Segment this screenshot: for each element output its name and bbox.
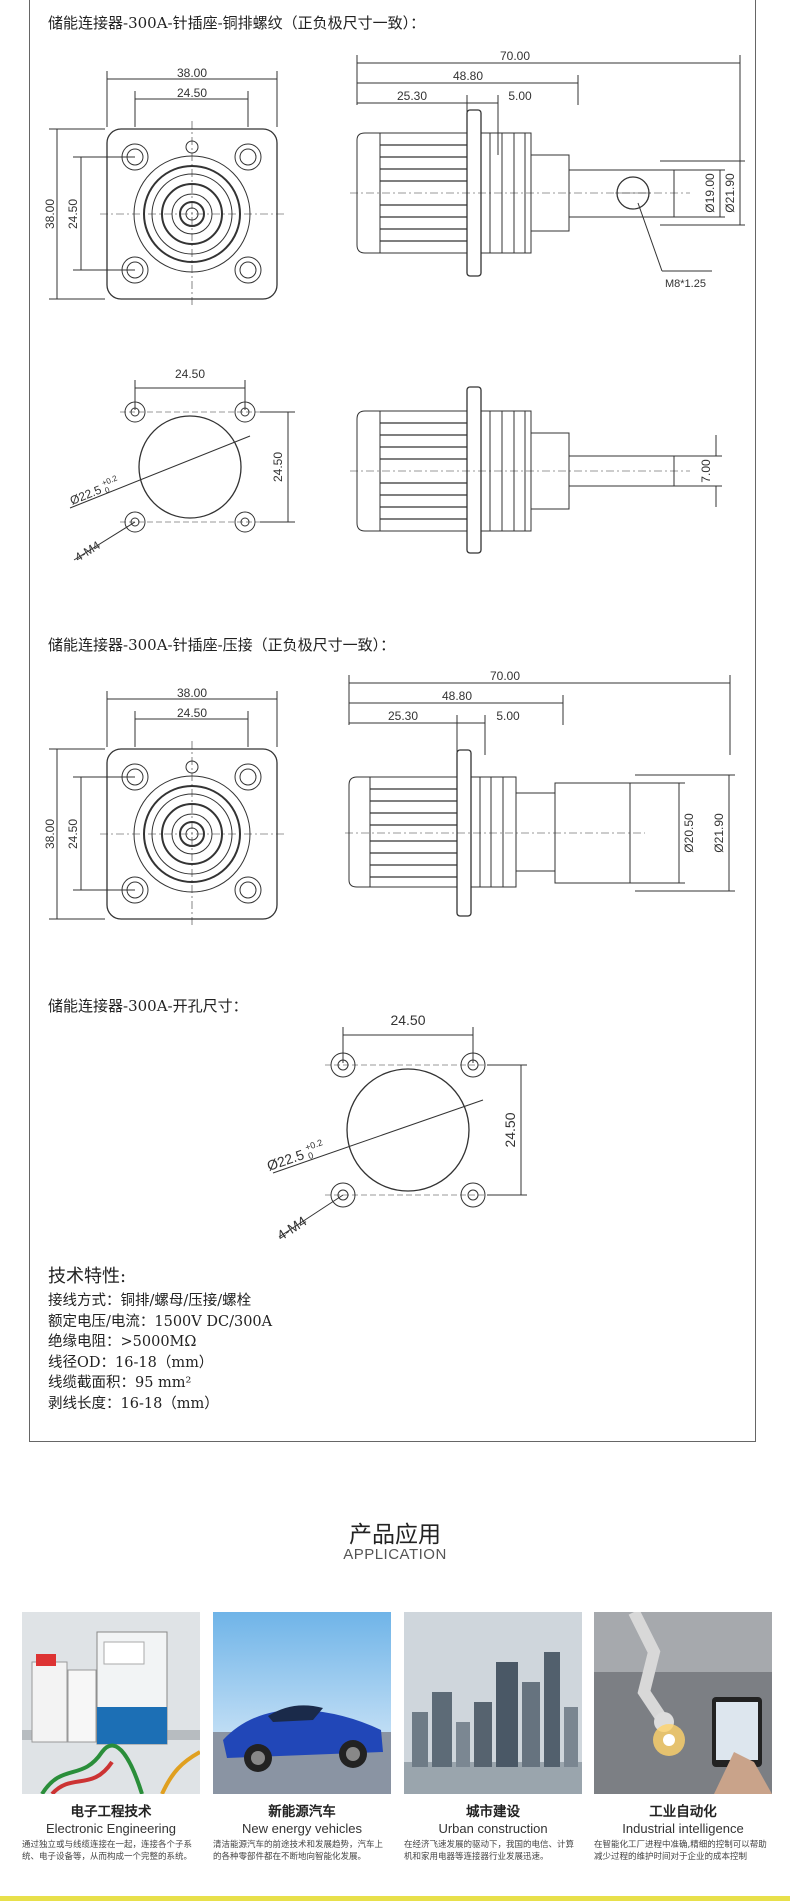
svg-text:24.50: 24.50: [66, 199, 80, 229]
card-description: 在经济飞速发展的驱动下，我国的电信、计算机和家用电器等连接器行业发展迅速。: [404, 1840, 575, 1862]
svg-text:24.50: 24.50: [177, 86, 207, 100]
tech-row: 额定电压/电流：1500V DC/300A: [48, 1313, 273, 1330]
section-title-crimp: 储能连接器-300A-针插座-压接（正负极尺寸一致）：: [48, 636, 396, 654]
svg-text:5.00: 5.00: [496, 709, 520, 723]
svg-text:5.00: 5.00: [508, 89, 532, 103]
card-title-cn: 新能源汽车: [268, 1804, 336, 1820]
new-energy-vehicle-image: [213, 1612, 391, 1794]
section-title-hole-size: 储能连接器-300A-开孔尺寸：: [48, 997, 248, 1015]
svg-text:48.80: 48.80: [442, 689, 472, 703]
svg-text:38.00: 38.00: [177, 66, 207, 80]
industrial-intelligence-image: [594, 1612, 772, 1794]
hole-pattern-drawing-2: 24.50 24.50 Ø22.5 +0.2 0 4-M4: [265, 1012, 527, 1244]
side-view-drawing-3: 70.00 48.80 25.30 5.00 Ø20.50 Ø21.90: [345, 669, 735, 917]
svg-text:24.50: 24.50: [66, 819, 80, 849]
svg-text:4-M4: 4-M4: [72, 538, 103, 565]
svg-text:24.50: 24.50: [175, 367, 205, 381]
svg-text:38.00: 38.00: [45, 819, 57, 849]
svg-text:Ø20.50: Ø20.50: [682, 813, 696, 853]
svg-text:24.50: 24.50: [271, 452, 285, 482]
card-description: 在智能化工厂进程中准确,精细的控制可以帮助减少过程的维护时间对于企业的成本控制: [594, 1840, 767, 1862]
front-view-drawing-2: 38.00 24.50 38.00 24.50: [45, 686, 285, 927]
svg-text:70.00: 70.00: [490, 669, 520, 683]
tech-heading: 技术特性:: [48, 1266, 127, 1287]
hole-pattern-drawing-1: 24.50 24.50 Ø22.5 +0.2 0 4-M4: [68, 367, 295, 565]
svg-text:7.00: 7.00: [699, 459, 713, 483]
svg-text:48.80: 48.80: [453, 69, 483, 83]
svg-text:Ø22.5: Ø22.5: [68, 482, 104, 507]
section-title-copper-bar: 储能连接器-300A-针插座-铜排螺纹（正负极尺寸一致）：: [48, 14, 426, 32]
card-title-en: Electronic Engineering: [45, 1821, 177, 1836]
svg-text:Ø19.00: Ø19.00: [703, 173, 717, 213]
svg-text:25.30: 25.30: [388, 709, 418, 723]
svg-text:0: 0: [307, 1150, 315, 1161]
tech-row: 接线方式：铜排/螺母/压接/螺栓: [48, 1293, 252, 1309]
application-card-electronic: 电子工程技术 Electronic Engineering 通过独立或与线缆连接…: [22, 1612, 200, 1865]
svg-text:0: 0: [104, 485, 112, 495]
svg-text:4-M4: 4-M4: [274, 1213, 310, 1244]
tech-row: 线径OD：16-18（mm）: [48, 1354, 214, 1371]
card-title-en: Urban construction: [438, 1821, 548, 1836]
side-view-drawing-1: 70.00 48.80 25.30 5.00 Ø19.00 Ø21.90 M8*…: [350, 49, 745, 290]
card-title-en: New energy vehicles: [242, 1821, 362, 1836]
bottom-accent-bar: [0, 1896, 790, 1901]
tech-row: 线缆截面积：95 mm²: [48, 1375, 192, 1391]
side-view-drawing-2: 7.00: [350, 386, 722, 554]
svg-text:M8*1.25: M8*1.25: [665, 278, 706, 290]
application-card-industrial: 工业自动化 Industrial intelligence 在智能化工厂进程中准…: [594, 1612, 772, 1865]
svg-text:70.00: 70.00: [500, 49, 530, 63]
card-title-cn: 电子工程技术: [70, 1804, 152, 1820]
application-title-cn: 产品应用: [349, 1522, 441, 1548]
card-description: 通过独立或与线缆连接在一起，连接各个子系统、电子设备等，从而构成一个完整的系统。: [22, 1840, 193, 1862]
card-title-cn: 城市建设: [466, 1804, 520, 1820]
svg-text:24.50: 24.50: [502, 1112, 518, 1147]
spec-frame: [29, 0, 756, 1442]
application-card-urban: 城市建设 Urban construction 在经济飞速发展的驱动下，我国的电…: [404, 1612, 582, 1865]
electronic-engineering-image: [22, 1612, 200, 1794]
svg-text:+0.2: +0.2: [304, 1137, 324, 1152]
front-view-drawing-1: 38.00 24.50 38.00 24.50: [45, 66, 285, 307]
card-title-cn: 工业自动化: [649, 1804, 717, 1820]
application-title-en: APPLICATION: [343, 1546, 447, 1563]
tech-row: 绝缘电阻：>5000MΩ: [48, 1334, 197, 1350]
svg-text:+0.2: +0.2: [101, 473, 120, 487]
card-description: 清洁能源汽车的前途技术和发展趋势，汽车上的各种零部件都在不断地向智能化发展。: [213, 1840, 384, 1862]
svg-text:Ø21.90: Ø21.90: [723, 173, 737, 213]
tech-specs: 技术特性: 接线方式：铜排/螺母/压接/螺栓 额定电压/电流：1500V DC/…: [48, 1262, 272, 1414]
card-title-en: Industrial intelligence: [622, 1821, 744, 1836]
svg-text:Ø21.90: Ø21.90: [712, 813, 726, 853]
svg-text:38.00: 38.00: [177, 686, 207, 700]
application-card-nev: 新能源汽车 New energy vehicles 清洁能源汽车的前途技术和发展…: [213, 1612, 391, 1865]
svg-text:Ø22.5: Ø22.5: [265, 1146, 306, 1174]
svg-text:24.50: 24.50: [390, 1012, 425, 1028]
tech-row: 剥线长度：16-18（mm）: [48, 1395, 219, 1412]
svg-text:24.50: 24.50: [177, 706, 207, 720]
svg-text:38.00: 38.00: [45, 199, 57, 229]
svg-text:25.30: 25.30: [397, 89, 427, 103]
urban-construction-image: [404, 1612, 582, 1794]
